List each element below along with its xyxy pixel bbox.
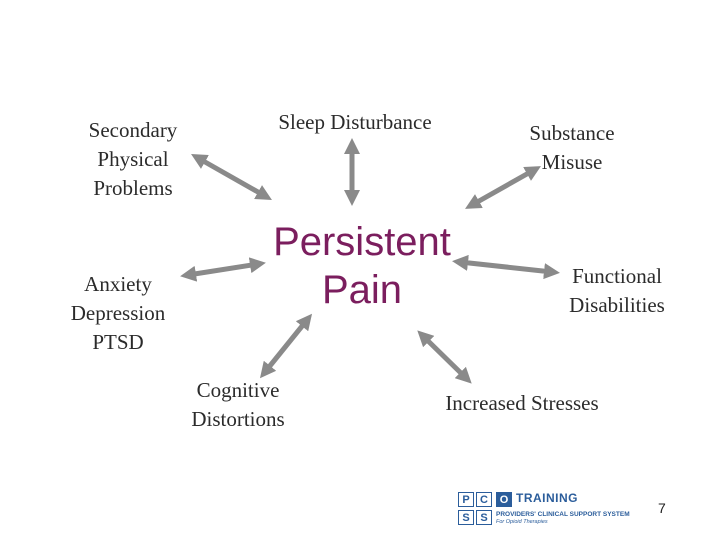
node-text: Anxiety [84,272,152,296]
node-substance-misuse: Substance Misuse [522,119,622,177]
arrow-anxiety [180,257,266,282]
node-text: PTSD [92,330,144,354]
logo-letter-s2: S [476,510,492,525]
node-anxiety-depression-ptsd: Anxiety Depression PTSD [50,270,186,357]
node-text: Cognitive [196,378,280,402]
node-text: Sleep Disturbance [278,110,432,134]
center-node-persistent-pain: Persistent Pain [262,218,462,314]
node-text: Secondary [88,118,178,142]
logo-subtitle: PROVIDERS' CLINICAL SUPPORT SYSTEM [496,511,630,518]
node-sleep-disturbance: Sleep Disturbance [245,108,465,137]
logo-tagline: For Opioid Therapies [496,519,548,525]
node-secondary-physical-problems: Secondary Physical Problems [68,116,198,203]
node-cognitive-distortions: Cognitive Distortions [172,376,304,434]
node-text: Functional [572,264,662,288]
logo-letter-p: P [458,492,474,507]
arrow-stresses [417,330,472,384]
logo-letter-c: C [476,492,492,507]
center-line-1: Persistent [273,220,451,264]
arrow-functional [452,254,560,280]
node-text: Disabilities [569,293,665,317]
node-text: Distortions [191,407,285,431]
node-text: Increased Stresses [445,391,599,415]
center-line-2: Pain [321,268,403,312]
pcss-logo: P C O S S TRAINING PROVIDERS' CLINICAL S… [456,490,646,528]
node-increased-stresses: Increased Stresses [412,389,632,418]
logo-letter-s1: S [458,510,474,525]
node-text: Physical [97,147,169,171]
node-text: Problems [93,176,173,200]
logo-letter-o: O [496,492,512,507]
node-text: Misuse [541,150,603,174]
page-number: 7 [658,500,666,516]
node-text: Depression [70,301,166,325]
node-text: Substance [529,121,615,145]
arrow-secondary [191,154,272,200]
node-functional-disabilities: Functional Disabilities [552,262,682,320]
arrow-substance [465,166,541,209]
logo-title: TRAINING [516,491,578,505]
arrow-cognitive [259,313,313,379]
